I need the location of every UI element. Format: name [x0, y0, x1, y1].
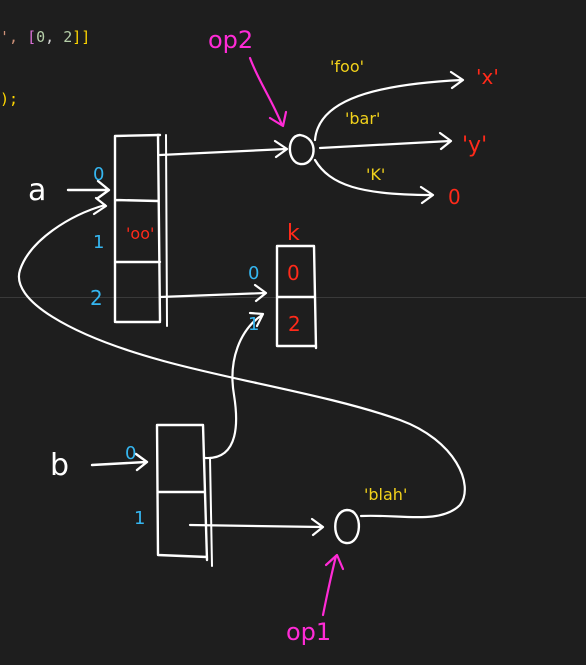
- k-index-0: 0: [248, 263, 259, 284]
- code-line-2: );: [0, 90, 18, 108]
- a0-to-op2-arrow: [158, 139, 289, 159]
- a-index-2: 2: [90, 286, 103, 310]
- op2-edges: [313, 70, 465, 205]
- array-b: [155, 423, 213, 567]
- a2-to-k-arrow: [158, 283, 268, 303]
- b-pointer-arrow: [90, 452, 149, 472]
- b-index-0: 0: [125, 443, 136, 464]
- k-array-label: k: [287, 221, 300, 246]
- op1-node: [334, 508, 361, 545]
- array-k: [275, 244, 318, 350]
- value-zero-label: 0: [448, 185, 461, 209]
- a-pointer-arrow: [66, 179, 111, 200]
- code-number: 2: [63, 28, 73, 46]
- b-index-1: 1: [134, 508, 145, 529]
- key-blah-label: 'blah': [364, 485, 407, 504]
- op1-pointer-arrow: [321, 553, 345, 617]
- op1-label: op1: [286, 618, 331, 646]
- key-foo-label: 'foo': [330, 57, 364, 76]
- k-value-1: 2: [288, 312, 301, 336]
- op2-node: [288, 133, 315, 166]
- k-index-1: 1: [248, 314, 259, 335]
- op2-pointer-arrow: [248, 56, 288, 128]
- a-index-0: 0: [93, 164, 104, 185]
- code-comma: ,: [45, 28, 64, 46]
- a-label: a: [28, 173, 46, 208]
- b1-to-op1-arrow: [188, 517, 325, 537]
- op2-label: op2: [208, 26, 253, 54]
- code-line-1: ', [0, 2]]: [0, 28, 90, 46]
- key-k-label: 'K': [366, 165, 385, 184]
- code-bracket-close: ]]: [72, 28, 91, 46]
- key-bar-label: 'bar': [345, 109, 380, 128]
- b-label: b: [50, 448, 69, 483]
- code-paren-close: );: [0, 90, 19, 108]
- code-number: 0: [36, 28, 46, 46]
- a1-value-label: 'oo': [126, 224, 154, 243]
- code-bracket: [: [27, 28, 37, 46]
- value-y-label: 'y': [462, 133, 487, 158]
- k-value-0: 0: [287, 261, 300, 285]
- value-x-label: 'x': [476, 65, 499, 89]
- code-string-tail: ',: [0, 28, 28, 46]
- a-index-1: 1: [93, 232, 104, 253]
- array-a: [113, 133, 168, 327]
- b0-to-k1-arrow: [203, 311, 265, 460]
- op1-blah-to-a-arrow: [17, 196, 466, 519]
